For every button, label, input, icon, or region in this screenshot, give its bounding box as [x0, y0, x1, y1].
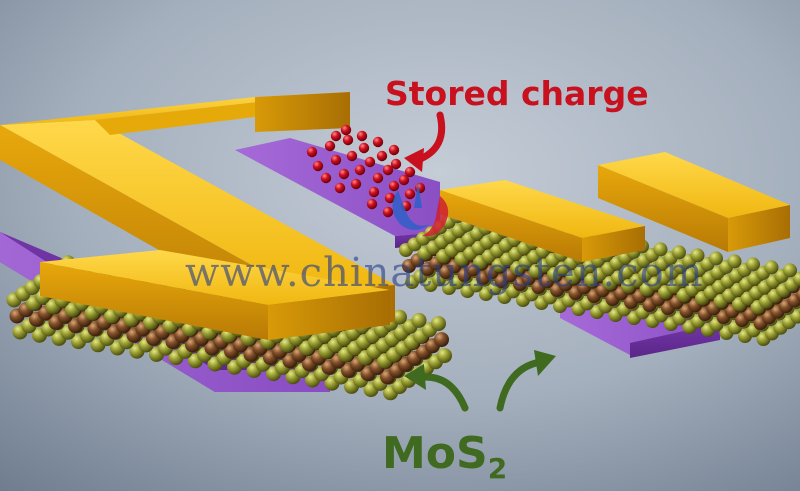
- charge-particle: [358, 142, 370, 154]
- watermark-text: www.chinatungsten.com: [185, 250, 704, 296]
- charge-particle: [382, 164, 394, 176]
- charge-particle: [376, 150, 388, 162]
- charge-particle: [364, 156, 376, 168]
- charge-particle: [366, 198, 378, 210]
- charge-particle: [354, 164, 366, 176]
- charge-particle: [346, 150, 358, 162]
- charge-particle: [338, 168, 350, 180]
- charge-particle: [398, 174, 410, 186]
- sulfur-atom: [672, 245, 686, 260]
- charge-particle: [368, 186, 380, 198]
- charge-particle: [324, 140, 336, 152]
- sulfur-atom: [790, 309, 800, 324]
- charge-particle: [384, 192, 396, 204]
- sulfur-atom: [746, 257, 760, 272]
- charge-particle: [340, 124, 352, 136]
- charge-particle: [414, 182, 426, 194]
- sulfur-atom: [690, 248, 705, 263]
- sulfur-atom: [783, 263, 797, 278]
- charge-particle: [312, 160, 324, 172]
- charge-particle: [356, 130, 368, 142]
- charge-particle: [390, 158, 402, 170]
- sulfur-atom: [709, 251, 723, 266]
- stored-charge-label: Stored charge: [385, 74, 649, 113]
- charge-particle: [372, 172, 384, 184]
- curved-arrow-icon: [404, 364, 469, 412]
- sulfur-atom: [431, 316, 446, 332]
- mos2-label-main: MoS: [382, 428, 488, 479]
- molybdenum-atom: [434, 332, 449, 348]
- sulfur-atom: [653, 242, 668, 257]
- mos2-label: MoS2: [382, 428, 507, 485]
- stored-charge-cluster: [306, 124, 426, 218]
- sulfur-atom: [411, 312, 427, 328]
- charge-particle: [334, 182, 346, 194]
- charge-particle: [320, 172, 332, 184]
- curved-arrow-icon: [404, 111, 446, 172]
- charge-particle: [372, 136, 384, 148]
- charge-particle: [388, 144, 400, 156]
- charge-particle: [306, 146, 318, 158]
- charge-particle: [388, 180, 400, 192]
- gold-pad-left: [40, 250, 390, 340]
- charge-particle: [330, 154, 342, 166]
- charge-particle: [350, 178, 362, 190]
- mos2-label-subscript: 2: [488, 452, 507, 485]
- charge-particle: [382, 206, 394, 218]
- gold-pad-right-back: [598, 152, 790, 252]
- gold-pad-right-front: [440, 180, 645, 262]
- sulfur-atom: [437, 348, 452, 364]
- charge-particle: [404, 166, 416, 178]
- sulfur-atom: [392, 309, 407, 325]
- chinatungsten-logo-icon: [392, 182, 449, 237]
- sulfur-atom: [727, 254, 742, 269]
- charge-particle: [330, 130, 342, 142]
- sulfur-atom: [764, 260, 779, 275]
- charge-particle: [342, 134, 354, 146]
- curved-arrow-icon: [496, 350, 556, 412]
- charge-particle: [404, 188, 416, 200]
